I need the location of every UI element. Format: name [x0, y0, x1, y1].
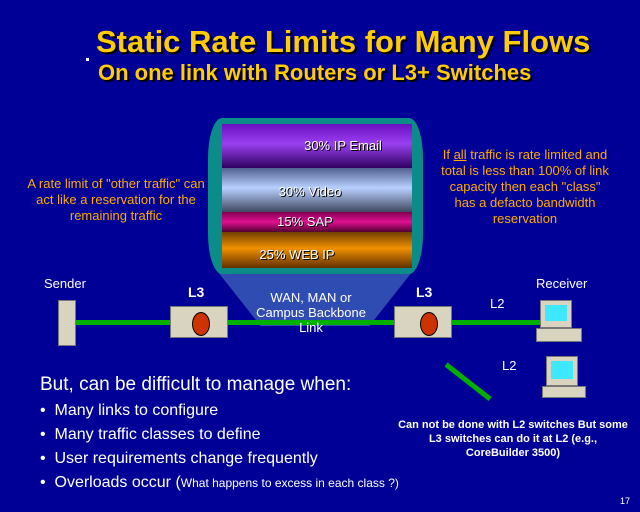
- l2-note: Can not be done with L2 switches But som…: [398, 419, 628, 459]
- computer-icon: [546, 356, 578, 386]
- manage-heading: But, can be difficult to manage when:: [40, 374, 352, 395]
- slide-title: Static Rate Limits for Many Flows: [96, 24, 591, 59]
- receiver-keyboard-icon: [536, 328, 582, 342]
- receiver-computer-icon: [540, 300, 572, 328]
- router-left-led-icon: [192, 312, 210, 336]
- bullet-text: Many links to configure: [54, 402, 219, 419]
- sender-label: Sender: [44, 276, 86, 291]
- bullet-text: Overloads occur (: [54, 474, 181, 491]
- network-link-branch: [444, 362, 492, 401]
- bullet-text: User requirements change frequently: [54, 450, 318, 467]
- link-label: WAN, MAN or Campus Backbone Link: [256, 290, 366, 335]
- band-video: [222, 168, 412, 212]
- l2-bottom-label: L2: [502, 358, 517, 373]
- bullet-item: • User requirements change frequently: [40, 450, 318, 467]
- receiver-label: Receiver: [536, 276, 588, 291]
- slide-subtitle: On one link with Routers or L3+ Switches: [98, 60, 532, 85]
- router-right-led-icon: [420, 312, 438, 336]
- band-label-web: 25% WEB IP: [259, 247, 335, 262]
- l2-top-label: L2: [490, 296, 505, 311]
- bullet-text: Many traffic classes to define: [54, 426, 261, 443]
- manage-list: But, can be difficult to manage when: • …: [40, 374, 399, 492]
- band-email: [222, 124, 412, 168]
- left-note: A rate limit of "other traffic" can act …: [27, 176, 205, 223]
- band-label-video: 30% Video: [278, 184, 342, 199]
- router-right-label: L3: [416, 284, 433, 300]
- band-label-email: 30% IP Email: [304, 138, 382, 153]
- bullet-item: • Many traffic classes to define: [40, 426, 261, 443]
- router-left-label: L3: [188, 284, 205, 300]
- bullet-dot: [86, 58, 89, 61]
- network-link: [72, 320, 542, 325]
- band-label-sap: 15% SAP: [277, 214, 333, 229]
- right-note: If all traffic is rate limited and total…: [441, 147, 609, 226]
- bullet-item: • Overloads occur (What happens to exces…: [40, 474, 399, 491]
- page-number: 17: [620, 496, 631, 506]
- computer-keyboard-icon: [542, 386, 586, 398]
- band-web: [222, 232, 412, 268]
- sender-server-icon: [58, 300, 76, 346]
- bullet-subtext: What happens to excess in each class ?): [180, 476, 399, 490]
- bullet-item: • Many links to configure: [40, 402, 219, 419]
- band-sap: [222, 212, 412, 232]
